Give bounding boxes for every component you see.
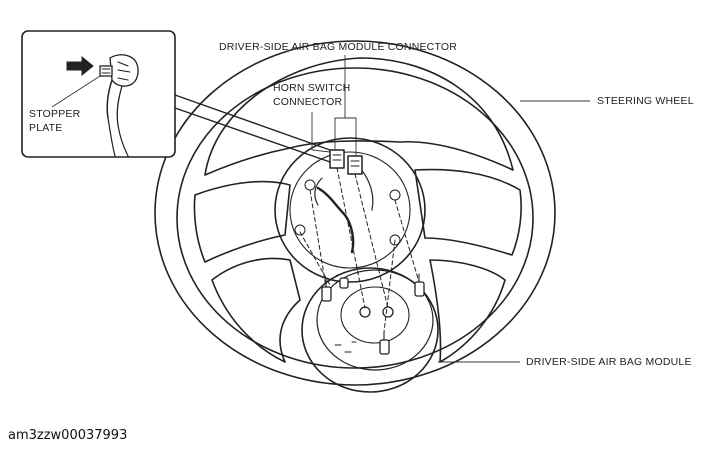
hub-inner [289, 151, 411, 269]
hub-outer [274, 137, 426, 283]
airbag-module-outer [301, 267, 439, 393]
label-horn-switch-2: CONNECTOR [273, 96, 343, 108]
stopper-plate-detail [99, 54, 139, 157]
label-steering-wheel: STEERING WHEEL [597, 95, 694, 107]
air-bag-connector-a [347, 155, 363, 175]
hub-bolt-2 [389, 189, 401, 201]
leader-airbag-connector [334, 55, 357, 156]
figure-id-caption: am3zzw00037993 [8, 428, 128, 443]
wheel-rim-outer [154, 40, 556, 386]
lower-opening-left [211, 257, 301, 363]
hub-bolt-1 [304, 179, 316, 191]
zoom-wedge-top [174, 94, 331, 151]
hub-bolt-4 [389, 234, 401, 246]
wheel-rim-inner [176, 67, 534, 369]
horn-switch-connector [329, 149, 345, 169]
arrow-icon [66, 55, 94, 77]
airbag-module-inner [316, 269, 434, 371]
stud-2 [414, 281, 425, 297]
left-spoke [193, 180, 291, 263]
stud-3 [379, 339, 390, 355]
label-airbag-module: DRIVER-SIDE AIR BAG MODULE [526, 356, 692, 368]
hub-wiring [316, 186, 355, 254]
module-socket-2 [382, 306, 394, 318]
leader-horn-switch [311, 112, 331, 153]
label-stopper-1: STOPPER [29, 108, 81, 120]
stud-1 [321, 286, 332, 302]
zoom-wedge-bottom [174, 107, 331, 163]
hub-bolt-3 [294, 224, 306, 236]
label-stopper-2: PLATE [29, 122, 63, 134]
label-horn-switch-1: HORN SWITCH [273, 82, 351, 94]
detail-inset-box [21, 30, 176, 158]
label-airbag-connector: DRIVER-SIDE AIR BAG MODULE CONNECTOR [219, 41, 458, 53]
stud-4 [339, 277, 349, 289]
lower-opening-right [429, 259, 506, 363]
right-spoke [414, 168, 522, 256]
